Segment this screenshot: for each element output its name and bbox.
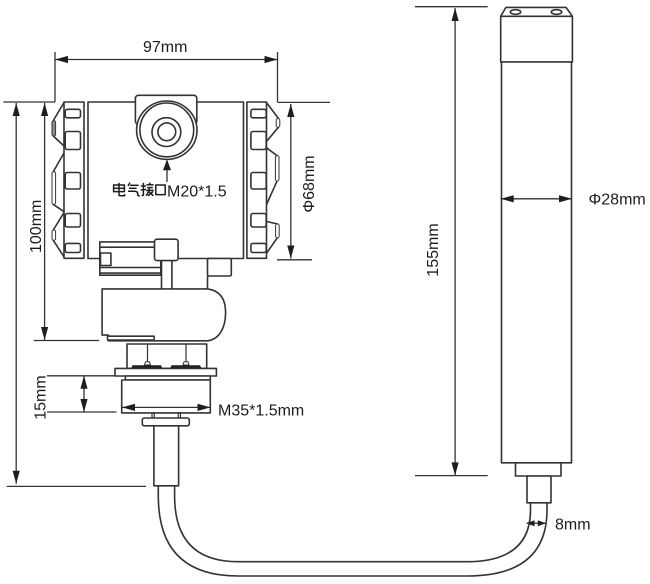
svg-text:15mm: 15mm: [32, 375, 49, 419]
svg-text:155mm: 155mm: [425, 223, 442, 276]
svg-text:M20*1.5: M20*1.5: [167, 184, 227, 201]
svg-text:Φ68mm: Φ68mm: [301, 155, 318, 212]
svg-text:M35*1.5mm: M35*1.5mm: [218, 402, 304, 419]
svg-text:8mm: 8mm: [555, 517, 591, 534]
svg-text:97mm: 97mm: [143, 39, 187, 56]
svg-text:Φ28mm: Φ28mm: [589, 192, 646, 209]
svg-text:100mm: 100mm: [28, 200, 45, 253]
